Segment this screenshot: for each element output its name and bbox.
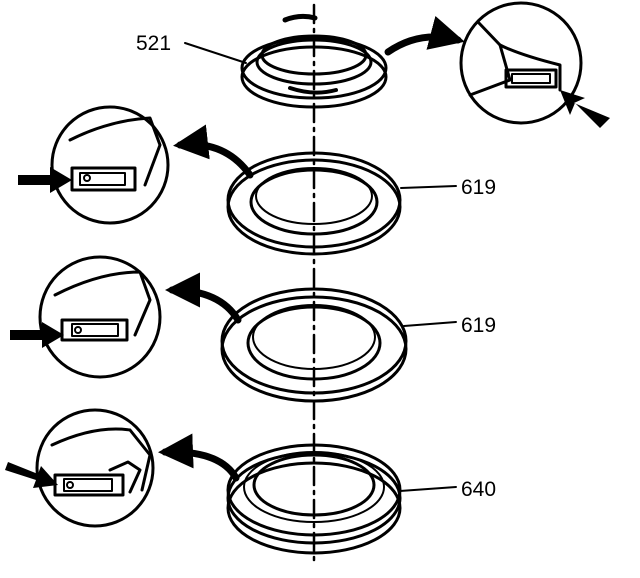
label-521: 521 [136, 32, 171, 55]
label-619-lower: 619 [461, 314, 496, 337]
arrow-icon [158, 433, 240, 482]
ring-521 [240, 13, 388, 109]
ring-619-upper [226, 151, 402, 256]
ring-619-lower [220, 287, 408, 403]
leader-line-619-upper [400, 185, 457, 189]
label-640: 640 [461, 478, 496, 501]
leader-line-521 [184, 42, 247, 64]
leader-line-640 [399, 486, 457, 492]
magnified-seal-detail-icon [10, 255, 162, 379]
arrow-icon [173, 124, 254, 179]
magnified-seal-detail-icon [5, 408, 155, 528]
leader-line-619-lower [403, 321, 457, 327]
label-619-upper: 619 [461, 176, 496, 199]
arrow-icon [165, 272, 242, 324]
magnified-seal-detail-icon [18, 105, 170, 225]
arrow-icon [384, 15, 465, 56]
magnified-seal-detail-icon [459, 1, 610, 128]
